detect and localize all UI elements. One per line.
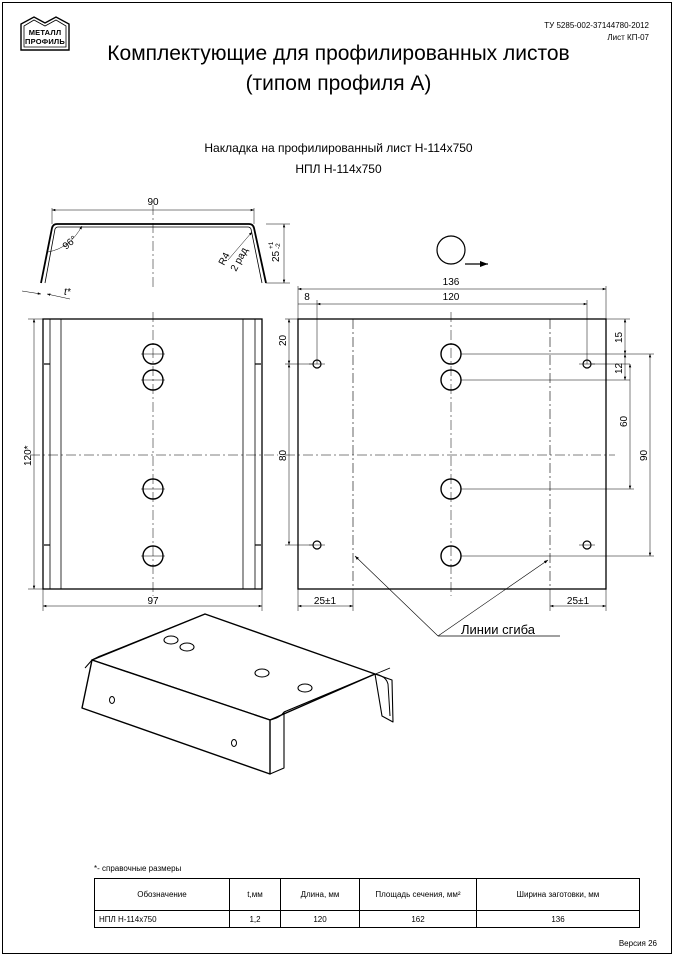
part-code: НПЛ Н-114х750 — [295, 162, 382, 176]
table-header-cell: Обозначение — [94, 878, 230, 911]
company-logo: МЕТАЛЛ ПРОФИЛЬ — [18, 14, 72, 52]
logo-frame-icon — [20, 16, 70, 51]
dim-plan-hole-offset: 8 — [304, 292, 310, 303]
dim-side-height: 25 — [271, 250, 282, 262]
isometric-view — [81, 613, 394, 775]
dim-plan-right-mid: 60 — [619, 415, 630, 427]
part-title: Накладка на профилированный лист Н-114х7… — [204, 141, 473, 155]
version-label: Версия 26 — [618, 939, 657, 948]
table-footnote: *- справочные размеры — [94, 864, 182, 873]
front-view — [28, 312, 278, 611]
dim-front-height: 120* — [23, 445, 34, 466]
table-cell: НПЛ Н-114х750 — [94, 910, 230, 928]
dim-thickness: t* — [64, 287, 72, 298]
page-title-line2: (типом профиля А) — [245, 72, 432, 95]
bend-lines-label: Линии сгиба — [461, 622, 536, 637]
dim-plan-right-tall: 90 — [639, 449, 650, 461]
dim-plan-top-offset: 20 — [278, 334, 289, 346]
dim-plan-right-bottom: 25±1 — [567, 596, 590, 607]
table-row: НПЛ Н-114х750 1,2 120 162 136 — [94, 910, 640, 928]
rolling-direction-icon — [436, 235, 488, 267]
table-header-cell: Ширина заготовки, мм — [476, 878, 640, 911]
dim-plan-left-height: 80 — [278, 449, 289, 461]
page-title-line1: Комплектующие для профилированных листов — [107, 42, 570, 65]
dim-side-height-tol-minus: -2 — [275, 243, 282, 249]
dim-front-width: 97 — [147, 596, 159, 607]
dim-side-radius-note: 2 рад — [229, 246, 251, 274]
dim-side-width: 90 — [147, 197, 159, 208]
logo-text-line2: ПРОФИЛЬ — [25, 37, 65, 46]
specification-table: Обозначение t,мм Длина, мм Площадь сечен… — [94, 878, 640, 928]
spec-number: ТУ 5285-002-37144780-2012 — [544, 21, 649, 30]
table-header-cell: t,мм — [229, 878, 281, 911]
plan-view — [285, 286, 654, 637]
dim-plan-hole-span: 120 — [443, 292, 460, 303]
table-cell: 1,2 — [229, 910, 281, 928]
dim-side-height-tol-plus: +1 — [268, 241, 275, 249]
table-header-cell: Площадь сечения, мм² — [359, 878, 477, 911]
sheet-number: Лист КП-07 — [607, 33, 649, 42]
logo-text-line1: МЕТАЛЛ — [28, 28, 62, 37]
table-cell: 162 — [359, 910, 477, 928]
table-header-row: Обозначение t,мм Длина, мм Площадь сечен… — [94, 878, 640, 911]
table-cell: 136 — [476, 910, 640, 928]
table-header-cell: Длина, мм — [280, 878, 360, 911]
dim-plan-total: 136 — [443, 277, 460, 288]
dim-side-angle: 96° — [61, 234, 80, 252]
dim-plan-right-step: 12 — [614, 362, 625, 374]
dim-plan-left-bottom: 25±1 — [314, 596, 337, 607]
dim-side-radius: R4 — [217, 251, 233, 268]
side-profile-view — [21, 205, 290, 300]
dim-plan-right-top: 15 — [614, 331, 625, 343]
table-cell: 120 — [280, 910, 360, 928]
